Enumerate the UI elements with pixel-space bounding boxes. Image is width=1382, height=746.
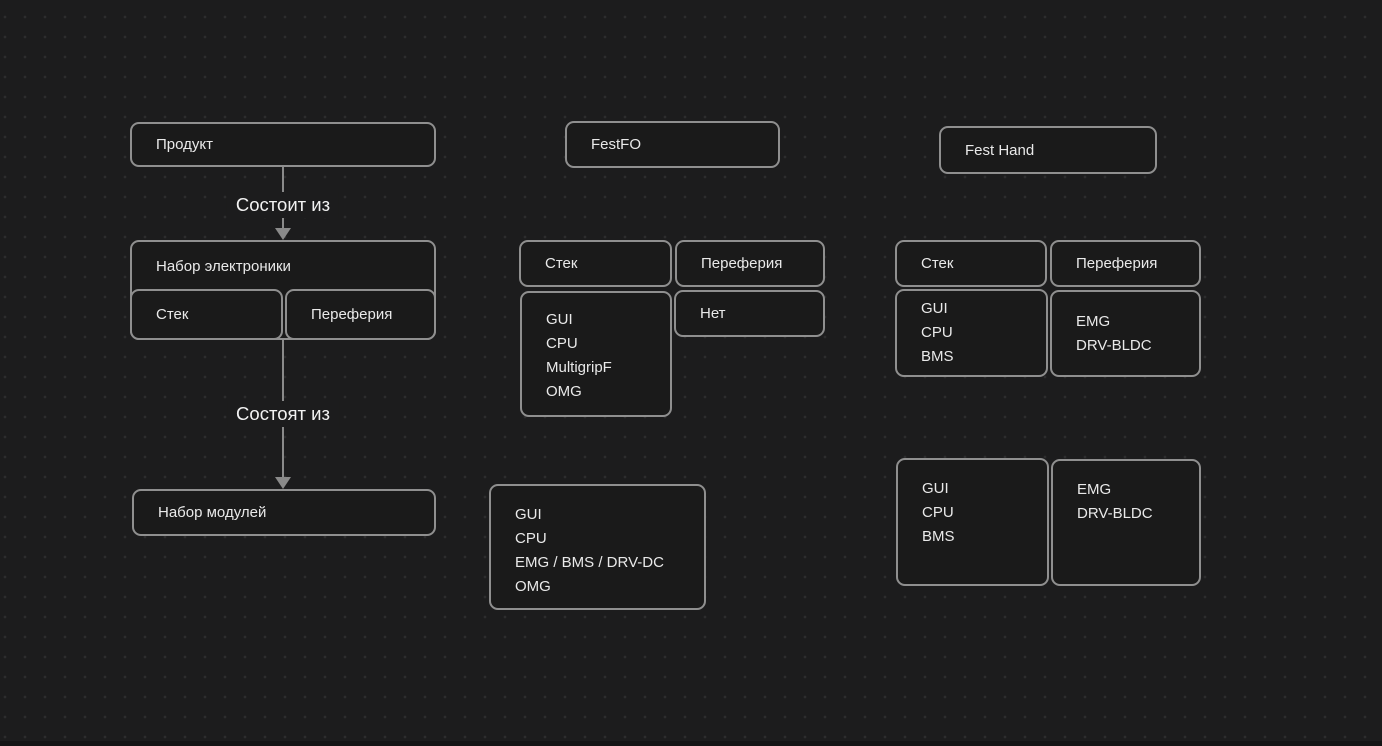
node-modules-label: Набор модулей — [158, 504, 267, 521]
list-item: EMG — [1076, 312, 1111, 330]
node-electronics-title: Набор электроники — [156, 258, 291, 275]
node-festfo-label: FestFO — [591, 136, 642, 153]
node-festhand-stack-header[interactable]: Стек — [895, 240, 1047, 287]
list-item: CPU — [921, 324, 953, 341]
node-label: Стек — [545, 255, 578, 272]
node-product-label: Продукт — [156, 136, 213, 153]
list-item: BMS — [921, 348, 954, 365]
node-product[interactable]: Продукт — [130, 122, 436, 167]
node-festhand-modules-periphery-list[interactable]: EMG DRV-BLDC — [1051, 459, 1201, 586]
node-festhand-modules-stack-list[interactable]: GUI CPU BMS — [896, 458, 1049, 586]
node-festhand-periphery-list[interactable]: EMG DRV-BLDC — [1050, 290, 1201, 377]
node-electronics-stack[interactable]: Стек — [130, 289, 283, 340]
node-label: Переферия — [311, 306, 393, 323]
node-label: Стек — [156, 306, 189, 323]
node-festhand-label: Fest Hand — [965, 141, 1035, 159]
list-item: CPU — [922, 504, 954, 521]
node-label: Переферия — [701, 255, 783, 272]
canvas-bottom-edge — [0, 741, 1382, 746]
node-electronics-periphery[interactable]: Переферия — [285, 289, 436, 340]
node-festfo-periphery-list[interactable]: Нет — [674, 290, 825, 337]
node-label: Стек — [921, 255, 954, 272]
node-festfo[interactable]: FestFO — [565, 121, 780, 168]
node-festfo-stack-list[interactable]: GUI CPU MultigripF OMG — [520, 291, 672, 417]
list-item: DRV-BLDC — [1076, 336, 1152, 354]
list-item: GUI — [922, 480, 949, 497]
list-item: OMG — [546, 383, 582, 400]
list-item: DRV-BLDC — [1077, 505, 1153, 522]
connector-arrowhead — [275, 477, 291, 489]
node-label: Переферия — [1076, 255, 1158, 272]
node-modules[interactable]: Набор модулей — [132, 489, 436, 536]
node-festfo-periphery-header[interactable]: Переферия — [675, 240, 825, 287]
node-festfo-modules-list[interactable]: GUI CPU EMG / BMS / DRV-DC OMG — [489, 484, 706, 610]
list-item: GUI — [921, 300, 948, 317]
list-item: BMS — [922, 528, 955, 545]
list-item: Нет — [700, 305, 726, 322]
node-festhand-periphery-header[interactable]: Переферия — [1050, 240, 1201, 287]
list-item: MultigripF — [546, 359, 612, 376]
list-item: GUI — [546, 311, 573, 328]
node-festhand-stack-list[interactable]: GUI CPU BMS — [895, 289, 1048, 377]
list-item: OMG — [515, 578, 551, 595]
connector-label[interactable]: Состоит из — [226, 192, 340, 218]
connector-label[interactable]: Состоят из — [227, 401, 339, 427]
list-item: GUI — [515, 506, 542, 523]
list-item: CPU — [546, 335, 578, 352]
node-festfo-stack-header[interactable]: Стек — [519, 240, 672, 287]
list-item: EMG / BMS / DRV-DC — [515, 554, 664, 571]
list-item: EMG — [1077, 481, 1112, 498]
node-festhand[interactable]: Fest Hand — [939, 126, 1157, 174]
list-item: CPU — [515, 530, 547, 547]
connector-arrowhead — [275, 228, 291, 240]
